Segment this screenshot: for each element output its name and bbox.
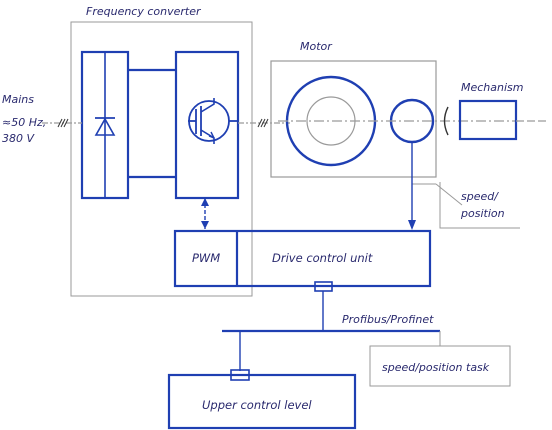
frequency-converter-frame [70,21,253,297]
speed-label-frame [439,182,520,229]
motor-frame [270,60,437,178]
igbt-icon [188,98,238,144]
inverter-block [174,50,240,200]
diode-icon [94,52,116,198]
motor-label: Motor [300,40,333,53]
upper-control-level-label: Upper control level [202,398,312,412]
frequency-converter-label: Frequency converter [86,5,202,18]
upper-control-level-block [167,373,357,430]
mains-frequency-label: ≈50 Hz, [2,116,46,129]
mechanism-block [458,99,518,141]
speed-label: speed/ [461,190,499,203]
three-phase-tick-mains [57,118,69,128]
coupling-icon [443,106,449,136]
pwm-arrow-up [201,198,209,206]
three-phase-tick-motor [257,118,269,128]
speed-task-frame [369,345,511,387]
mains-voltage-label: 380 V [2,132,35,145]
drive-control-unit-label: Drive control unit [272,251,373,265]
feedback-arrow [408,220,416,230]
pwm-label: PWM [192,251,220,265]
mechanism-label: Mechanism [461,81,524,94]
drive-control-unit-block [173,229,432,288]
fieldbus-label: Profibus/Profinet [342,313,434,326]
speed-task-label: speed/position task [382,361,490,374]
position-label: position [460,207,505,220]
mains-label: Mains [2,93,34,106]
pwm-arrow-down [201,221,209,229]
